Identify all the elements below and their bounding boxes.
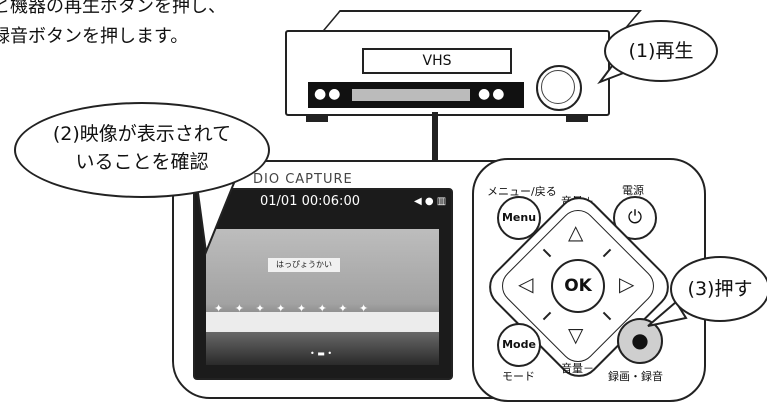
- arrow-right-button[interactable]: ▷: [619, 272, 635, 296]
- stage-floor: [206, 312, 439, 332]
- stage-banner: はっぴょうかい: [268, 258, 340, 272]
- bubble-step1: (1)再生: [604, 20, 718, 82]
- instruction-line-1: と機器の再生ボタンを押し、: [0, 0, 226, 17]
- record-icon: ●: [631, 328, 649, 352]
- arrow-down-button[interactable]: ▽: [568, 323, 584, 347]
- menu-caption: メニュー/戻る: [487, 185, 557, 198]
- bubble-step2-line1: (2)映像が表示されて: [52, 123, 232, 145]
- bubble-step1-text: (1)再生: [628, 40, 694, 62]
- stage-performers: ✦ ✦ ✦ ✦ ✦ ✦ ✦ ✦: [214, 302, 373, 315]
- arrow-up-button[interactable]: △: [568, 220, 584, 244]
- bubble-step2: (2)映像が表示されて いることを確認: [14, 102, 270, 198]
- connection-cable: [432, 112, 438, 172]
- screen-timestamp: 01/01 00:06:00: [260, 194, 360, 209]
- vhs-knob-inner: [541, 70, 575, 104]
- vhs-foot-right: [566, 114, 588, 122]
- bubble-step3: (3)押す: [670, 256, 767, 322]
- mode-caption: モード: [502, 370, 535, 383]
- power-icon: ⏻: [627, 207, 643, 228]
- mode-button[interactable]: Mode: [497, 323, 541, 367]
- bubble-step2-line2: いることを確認: [75, 151, 209, 173]
- arrow-left-button[interactable]: ◁: [518, 272, 534, 296]
- screen-footer-indicator: • ▬ •: [310, 349, 333, 358]
- record-button[interactable]: ●: [617, 318, 663, 364]
- power-caption: 電源: [622, 184, 644, 197]
- vhs-tape-slot: [352, 89, 470, 101]
- vhs-indicator-left: ●●: [314, 86, 343, 102]
- record-caption: 録画・録音: [608, 370, 663, 383]
- ok-button[interactable]: OK: [551, 259, 605, 313]
- instruction-line-2: 録音ボタンを押します。: [0, 26, 189, 47]
- bubble-step3-text: (3)押す: [687, 278, 753, 300]
- brand-text: DIO CAPTURE: [253, 172, 353, 187]
- vhs-foot-left: [306, 114, 328, 122]
- screen-status-icons: ◀ ● ▥: [414, 196, 447, 207]
- video-frame: [206, 229, 439, 365]
- vhs-indicator-right: ●●: [478, 86, 507, 102]
- vhs-label: VHS: [362, 48, 512, 74]
- volume-down-caption: 音量－: [561, 362, 594, 375]
